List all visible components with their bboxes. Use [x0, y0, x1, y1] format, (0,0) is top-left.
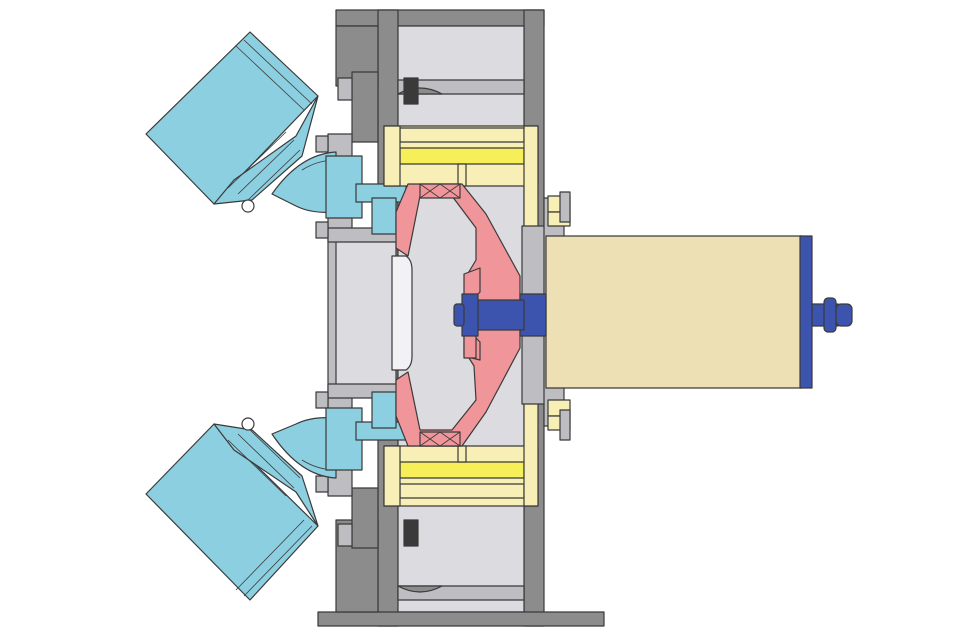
lower-frame-post — [457, 445, 467, 463]
lower-coupling-tip — [371, 391, 397, 429]
upper-motor-fin — [247, 149, 301, 201]
housing-left-step-upper — [351, 71, 379, 143]
lower-frame-plate — [399, 483, 525, 499]
upper-frame-right-post — [523, 125, 539, 231]
lower-spacer-frame — [383, 399, 539, 507]
lower-motor-rim — [235, 519, 305, 591]
lower-frame-left-post — [383, 445, 401, 507]
upper-coupling-tip — [371, 197, 397, 235]
shaft-body — [473, 299, 525, 331]
bolt-head-icon — [403, 77, 419, 105]
housing-top-cap — [335, 9, 545, 27]
upper-spacer-frame — [383, 125, 539, 231]
drive-motor-end-cap — [799, 235, 813, 389]
upper-elbow-pipe — [271, 151, 337, 213]
bolt-head-icon — [559, 191, 571, 223]
lower-elbow-pipe — [271, 417, 337, 479]
lower-motor-fin — [247, 427, 301, 479]
housing-bottom-base — [317, 611, 605, 627]
shaft-tail-collar — [823, 297, 837, 333]
lower-frame-right-post — [523, 399, 539, 507]
bolt-head-icon — [315, 391, 329, 409]
upper-frame-left-post — [383, 125, 401, 187]
bolt-head-icon — [315, 135, 329, 153]
lower-spacer-bar — [399, 461, 525, 479]
shaft-tip — [453, 303, 465, 327]
inlet-throat — [335, 239, 397, 387]
cross-hatch-section-icon — [419, 183, 461, 199]
lower-motor-lug — [241, 417, 255, 431]
lower-motor-fin — [237, 433, 295, 489]
upper-frame-plate — [399, 127, 525, 143]
upper-motor-fin — [237, 139, 295, 195]
drive-motor-body — [545, 235, 803, 389]
lower-motor-rim — [243, 525, 313, 597]
housing-bolts — [337, 77, 419, 547]
upper-motor-rim — [235, 45, 305, 111]
upper-spacer-bar — [399, 147, 525, 165]
lower-angled-motor — [145, 391, 407, 601]
bolt-head-icon — [403, 519, 419, 547]
lower-motor-neck — [213, 423, 319, 527]
shaft-tail-end — [835, 303, 853, 327]
upper-motor-fin — [227, 131, 287, 189]
bolt-head-icon — [337, 523, 353, 547]
inlet-throat-lip — [391, 255, 413, 371]
upper-motor-lug — [241, 199, 255, 213]
upper-angled-motor — [145, 31, 407, 235]
upper-motor-neck — [213, 95, 319, 205]
lower-motor-fin — [227, 439, 287, 497]
bolt-head-icon — [559, 409, 571, 441]
cross-hatch-section-icon — [419, 431, 461, 447]
housing-left-step-lower — [351, 487, 379, 549]
bolt-head-icon — [315, 475, 329, 493]
drive-shaft — [453, 293, 853, 337]
bolt-head-icon — [315, 221, 329, 239]
upper-motor-rim — [243, 39, 313, 105]
upper-frame-post — [457, 163, 467, 187]
drive-motor — [545, 235, 813, 389]
bolt-head-icon — [337, 77, 353, 101]
housing-bottom-recess — [397, 585, 443, 593]
